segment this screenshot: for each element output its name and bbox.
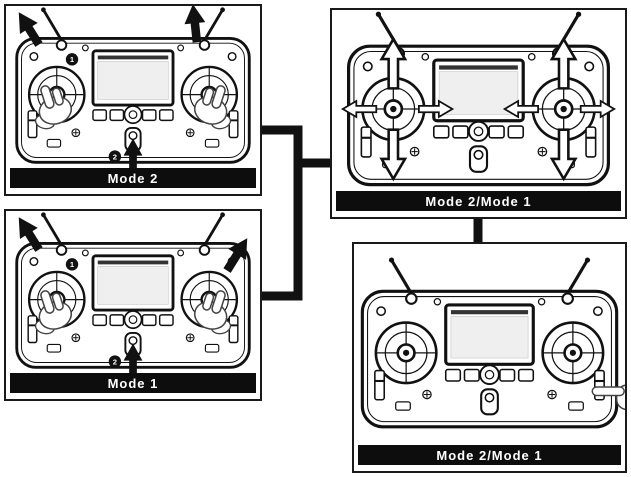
step-badge-number: 2 xyxy=(113,357,117,366)
step-badge xyxy=(108,150,122,163)
button-press-illustration xyxy=(360,255,625,445)
panel-mode2-mode1-button: Mode 2/Mode 1 xyxy=(352,242,627,473)
step-badge-number: 1 xyxy=(70,260,75,269)
panel-label-mode1: Mode 1 xyxy=(10,373,256,393)
panel-label-mode2: Mode 2 xyxy=(10,168,256,188)
mode2-illustration: 1 2 xyxy=(9,6,251,168)
panel-mode2: 1 2 Mode 2 xyxy=(4,4,262,196)
step-badge xyxy=(65,258,79,271)
step-badge xyxy=(65,53,79,66)
panel-mode1: 1 2 Mode 1 xyxy=(4,209,262,401)
step-badge-number: 1 xyxy=(70,55,75,64)
panel-label-mode2-mode1-bottom: Mode 2/Mode 1 xyxy=(358,445,621,465)
transmitter-illustration xyxy=(360,255,619,429)
panel-mode2-mode1-sticks: Mode 2/Mode 1 xyxy=(330,8,627,219)
stick-directions-illustration xyxy=(341,10,616,187)
mode1-illustration: 1 2 xyxy=(9,211,257,373)
panel-label-mode2-mode1-top: Mode 2/Mode 1 xyxy=(336,191,621,211)
step-badge-number: 2 xyxy=(113,152,117,161)
step-badge xyxy=(108,355,122,368)
